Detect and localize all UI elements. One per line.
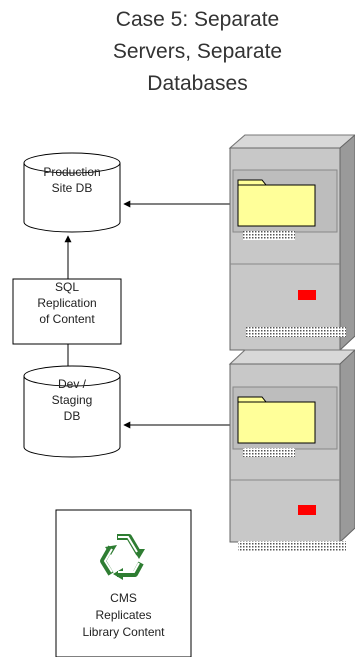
staging-server-icon	[228, 349, 355, 551]
recycle-icon	[100, 534, 145, 580]
title-line-2: Servers, Separate	[112, 40, 283, 63]
title-line-1: Case 5: Separate	[115, 8, 280, 31]
sql-replication-label-line-3: of Content	[39, 312, 95, 326]
sql-replication-box	[12, 278, 122, 345]
production-db-label: Production Site DB	[24, 164, 120, 196]
dev-db-label-line-3: DB	[63, 409, 81, 423]
dev-staging-db-label: Dev / Staging DB	[24, 376, 120, 424]
sql-replication-label-line-1: SQL	[54, 280, 79, 294]
production-server-icon	[228, 134, 355, 352]
diagram-title: Case 5: Separate Servers, Separate Datab…	[40, 4, 355, 100]
cms-label-line-3: Library Content	[82, 625, 165, 639]
dev-staging-db-cylinder	[23, 365, 121, 458]
production-db-label-line-1: Production	[43, 165, 101, 179]
production-db-label-line-2: Site DB	[51, 181, 93, 195]
dev-db-label-line-2: Staging	[51, 393, 93, 407]
dev-db-label-line-1: Dev /	[57, 377, 86, 391]
sql-replication-label-line-2: Replication	[37, 296, 97, 310]
title-line-3: Databases	[147, 72, 248, 95]
cms-label-line-1: CMS	[110, 591, 137, 605]
sql-replication-label: SQL Replication of Content	[13, 279, 121, 327]
cms-label-line-2: Replicates	[95, 608, 152, 622]
cms-label: CMS Replicates Library Content	[56, 590, 191, 641]
production-db-cylinder	[23, 152, 121, 233]
